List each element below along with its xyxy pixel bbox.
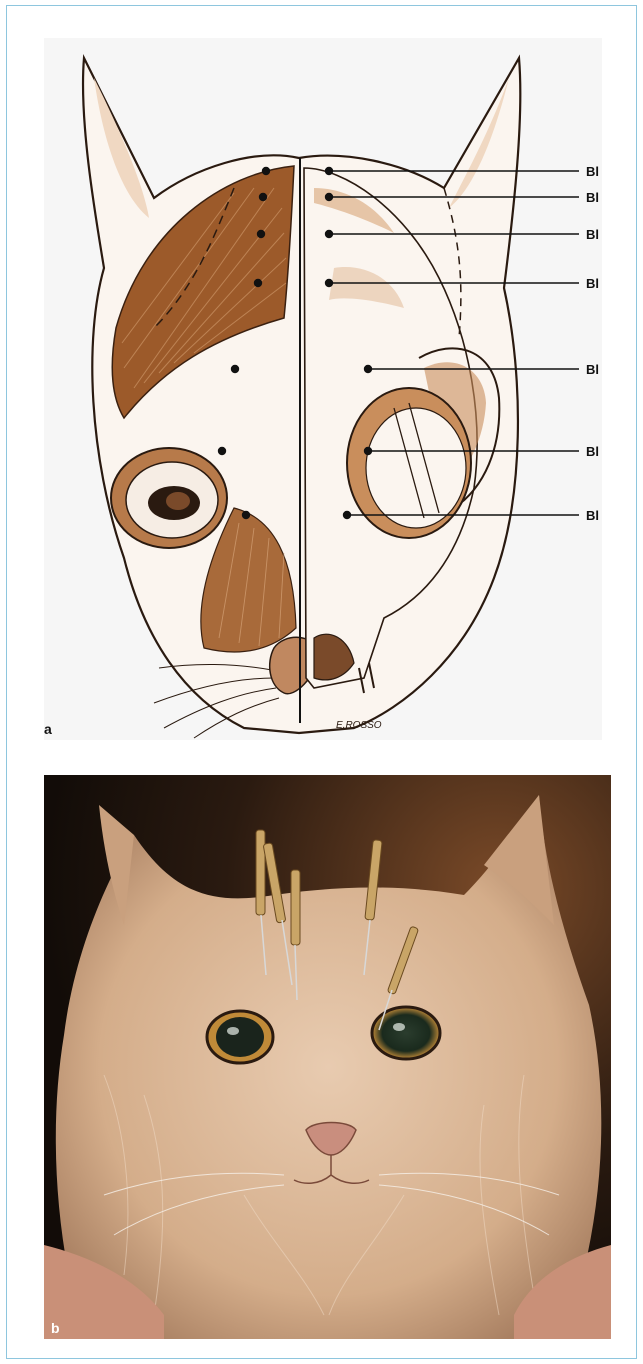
- cat-right-eye: [372, 1007, 440, 1059]
- panel-label-b: b: [51, 1320, 60, 1336]
- orbit-inner: [366, 408, 466, 528]
- point-label-bl2: Bl 2: [586, 444, 602, 459]
- cat-left-pupil: [216, 1017, 264, 1057]
- cat-left-eye-shine: [227, 1027, 239, 1035]
- cat-head-drawing: Bl 9 Bl 8 Bl 7 Bl 4 Bl 3 Bl 2: [44, 38, 602, 740]
- panel-label-a: a: [44, 721, 52, 737]
- artist-signature: E.ROSSO: [336, 720, 382, 731]
- panel-b-photo: [44, 775, 611, 1339]
- point-label-bl7: Bl 7: [586, 227, 602, 242]
- point-label-bl1: Bl 1: [586, 508, 602, 523]
- left-iris-highlight: [166, 492, 190, 510]
- cat-photo: [44, 775, 611, 1339]
- cat-right-eye-shine: [393, 1023, 405, 1031]
- panel-a-illustration: Bl 9 Bl 8 Bl 7 Bl 4 Bl 3 Bl 2: [44, 38, 602, 740]
- point-label-bl3: Bl 3: [586, 362, 602, 377]
- point-label-bl4: Bl 4: [586, 276, 602, 291]
- point-label-bl8: Bl 8: [586, 190, 602, 205]
- point-label-bl9: Bl 9: [586, 164, 602, 179]
